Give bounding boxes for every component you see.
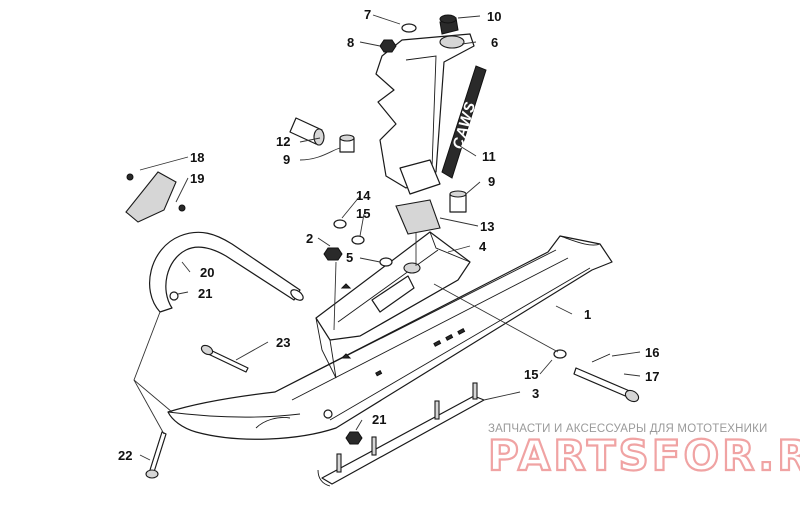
spindle: CAWS [375,17,487,195]
callout-5: 5 [346,250,353,265]
callout-labels: 1 2 3 4 5 6 7 8 9 9 10 11 12 13 14 15 15… [118,7,659,463]
callout-12: 12 [276,134,290,149]
leader-lines [139,14,641,461]
callout-21-top: 21 [198,286,212,301]
callout-9-left: 9 [283,152,290,167]
callout-7: 7 [364,7,371,22]
callout-16: 16 [645,345,659,360]
callout-8: 8 [347,35,354,50]
bolt-23 [200,344,249,373]
wear-bar [317,382,485,487]
callout-18: 18 [190,150,204,165]
callout-10: 10 [487,9,501,24]
bushing-12 [289,117,325,146]
washer-14 [333,219,347,229]
handle-bracket [125,171,186,223]
cap-10 [439,14,457,24]
saddle-bracket [315,231,471,379]
callout-11: 11 [482,149,496,164]
decal-text: CAWS [450,99,480,151]
callout-3: 3 [532,386,539,401]
callout-23: 23 [276,335,290,350]
washer-15-bottom [553,349,567,359]
callout-9-right: 9 [488,174,495,189]
callout-4: 4 [479,239,487,254]
bolt-17 [573,353,640,403]
watermark-subtitle: ЗАПЧАСТИ И АКСЕССУАРЫ ДЛЯ МОТОТЕХНИКИ [488,423,768,435]
callout-1: 1 [584,307,591,322]
washer-15-top [351,235,365,245]
callout-17: 17 [645,369,659,384]
nut-8 [379,39,397,53]
bolt-22 [145,431,167,479]
callout-14: 14 [356,188,371,203]
nut-21-bottom [345,431,363,445]
callout-6: 6 [491,35,498,50]
bushing-9-left [339,134,355,153]
handle-loop [149,231,304,313]
callout-22: 22 [118,448,132,463]
callout-15-top: 15 [356,206,370,221]
watermark: ЗАПЧАСТИ И АКСЕССУАРЫ ДЛЯ МОТОТЕХНИКИ PA… [487,423,800,481]
assembly-lines [133,232,559,435]
washer-5 [379,257,393,267]
watermark-brand: PARTSFOR.RU [488,431,800,480]
bushing-9-right [449,190,467,213]
callout-2: 2 [306,231,313,246]
spacer-block-13 [395,199,441,235]
callout-20: 20 [200,265,214,280]
washer-7 [401,23,417,33]
ski [167,235,613,440]
callout-15-bottom: 15 [524,367,538,382]
callout-19: 19 [190,171,204,186]
callout-21-bottom: 21 [372,412,386,427]
nut-2 [323,247,343,261]
callout-13: 13 [480,219,494,234]
